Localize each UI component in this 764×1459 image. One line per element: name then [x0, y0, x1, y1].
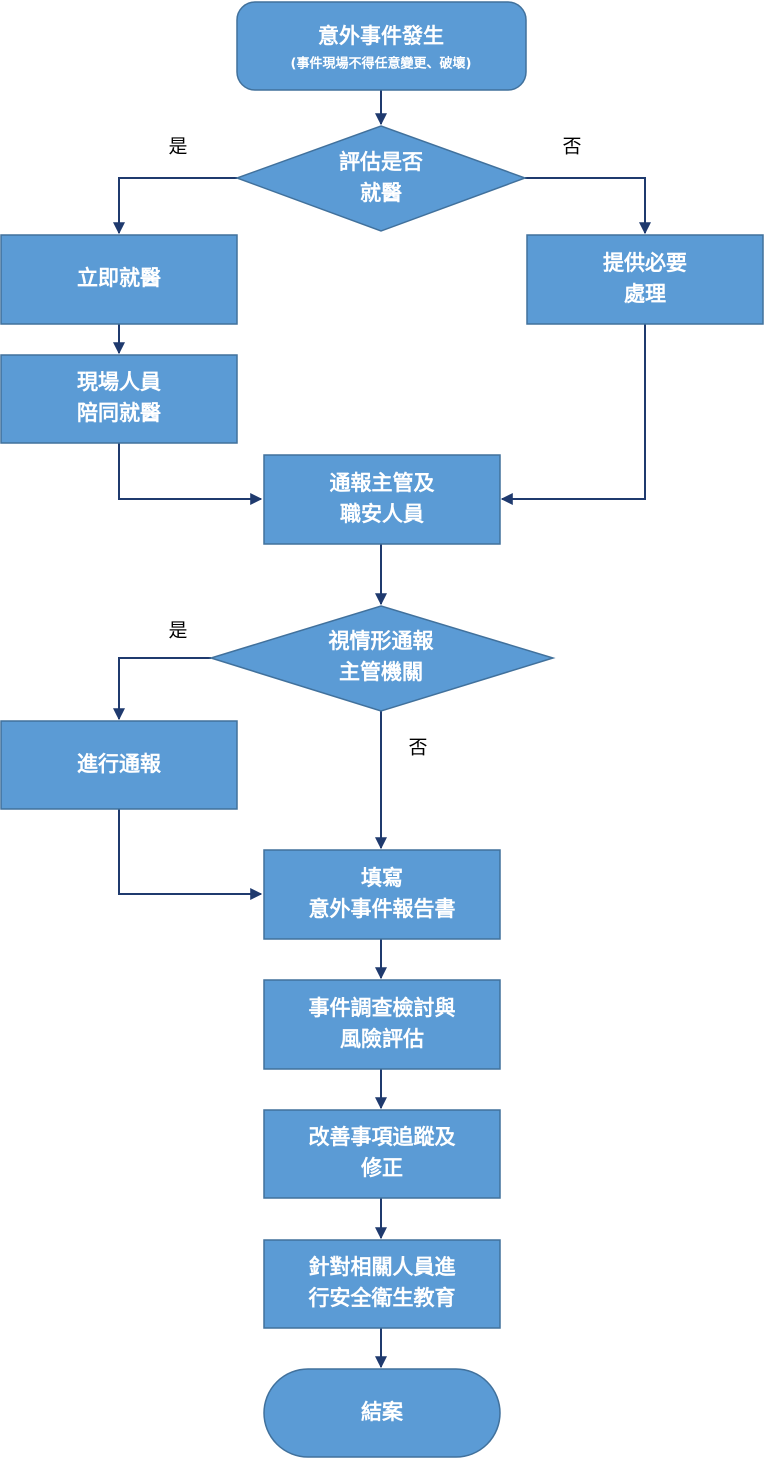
node-start: 意外事件發生 (事件現場不得任意變更、破壞): [236, 1, 527, 91]
node-immediate: 立即就醫: [0, 234, 238, 325]
node-provide-line1: 提供必要: [603, 251, 687, 275]
node-authority-line2: 主管機關: [339, 660, 423, 684]
label-authority-yes: 是: [168, 620, 187, 642]
label-authority-no: 否: [408, 737, 427, 759]
node-improve-line1: 改善事項追蹤及: [309, 1125, 457, 1149]
node-fill-report: 填寫 意外事件報告書: [263, 849, 501, 940]
node-assess-decision: 評估是否 就醫: [234, 125, 528, 232]
node-provide-line2: 處理: [624, 282, 666, 306]
label-assess-no: 否: [562, 136, 581, 158]
node-fill-report-line1: 填寫: [361, 866, 403, 890]
node-immediate-line1: 立即就醫: [77, 266, 161, 290]
node-fill-report-line2: 意外事件報告書: [309, 897, 456, 921]
node-improve-line2: 修正: [360, 1156, 403, 1180]
node-improve: 改善事項追蹤及 修正: [263, 1109, 501, 1199]
edge-labels: 是 否 是 否: [168, 136, 581, 759]
node-end: 結案: [263, 1368, 501, 1458]
node-investigate: 事件調查檢討與 風險評估: [263, 979, 501, 1070]
node-educate-line2: 行安全衛生教育: [308, 1286, 456, 1310]
node-investigate-line1: 事件調查檢討與: [309, 996, 456, 1020]
node-investigate-line2: 風險評估: [340, 1027, 424, 1051]
node-do-notify: 進行通報: [0, 720, 238, 810]
node-notify-supervisor-line2: 職安人員: [340, 502, 424, 526]
node-assess-line2: 就醫: [360, 181, 402, 205]
edges: [113, 90, 651, 1369]
node-end-line1: 結案: [361, 1400, 404, 1424]
node-start-subtitle: (事件現場不得任意變更、破壞): [291, 56, 472, 72]
node-notify-supervisor-line1: 通報主管及: [330, 471, 436, 495]
edge-accompany-to-notify: [118, 443, 263, 505]
label-assess-yes: 是: [168, 136, 187, 158]
edge-decision-yes: [113, 657, 211, 721]
node-authority-decision: 視情形通報 主管機關: [208, 605, 556, 712]
node-assess-line1: 評估是否: [339, 150, 423, 174]
edge-assess-no: [525, 177, 651, 235]
node-notify-supervisor: 通報主管及 職安人員: [263, 454, 501, 545]
node-start-title: 意外事件發生: [318, 24, 444, 48]
node-provide: 提供必要 處理: [526, 234, 764, 325]
node-educate: 針對相關人員進 行安全衛生教育: [263, 1239, 501, 1329]
edge-provide-to-notify: [500, 324, 646, 505]
node-accompany-line2: 陪同就醫: [77, 401, 161, 425]
node-authority-line1: 視情形通報: [328, 629, 435, 653]
edge-assess-yes: [113, 177, 237, 235]
node-do-notify-line1: 進行通報: [77, 752, 162, 776]
node-educate-line1: 針對相關人員進: [309, 1255, 456, 1279]
node-accompany-line1: 現場人員: [77, 370, 161, 394]
node-accompany: 現場人員 陪同就醫: [0, 354, 238, 444]
edge-donotify-to-report: [118, 809, 263, 900]
